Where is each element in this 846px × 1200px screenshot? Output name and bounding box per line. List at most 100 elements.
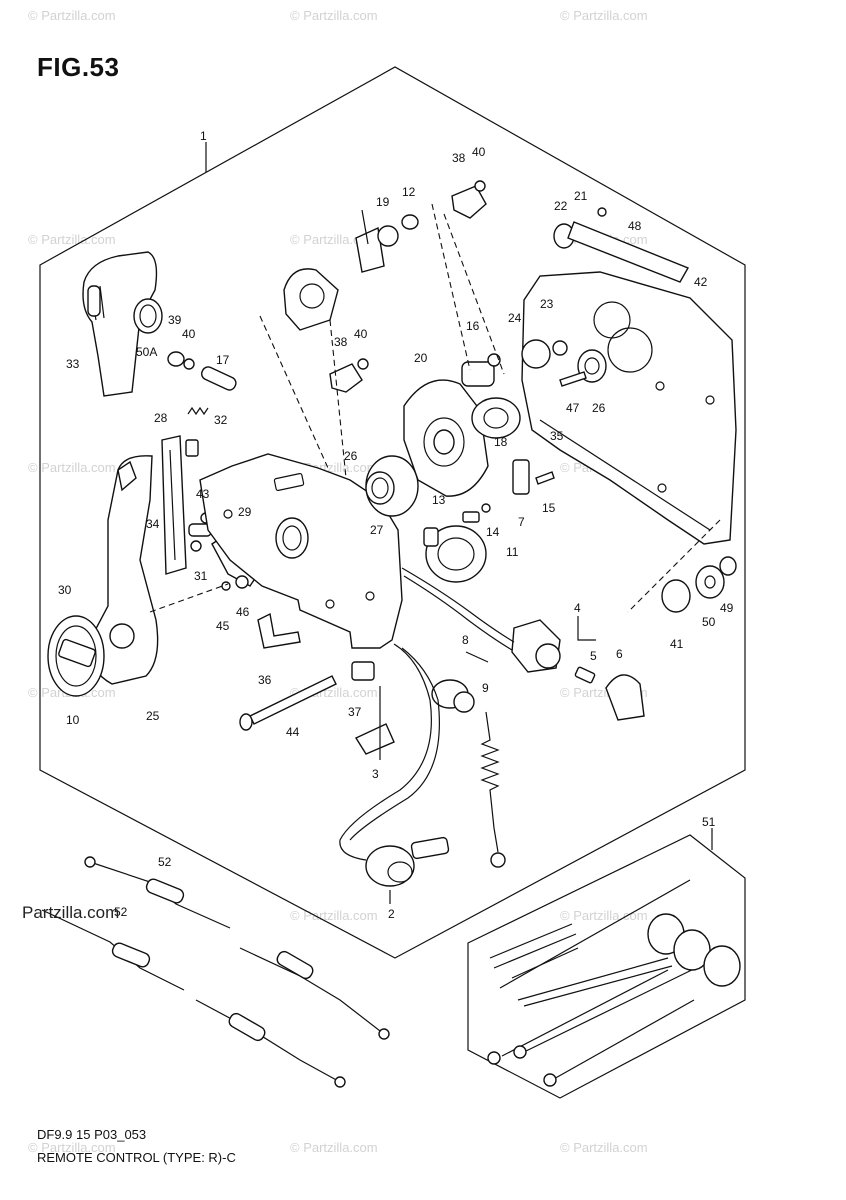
callout-52a: 52 <box>158 855 172 869</box>
part-wire-harness <box>403 575 513 651</box>
callout-38b: 38 <box>334 335 348 349</box>
watermark: © Partzilla.com <box>560 1140 648 1155</box>
part-plate-37 <box>354 723 395 755</box>
callout-50a: 50A <box>136 345 157 359</box>
part-neutral-switch <box>423 525 487 583</box>
callout-19: 19 <box>376 195 390 209</box>
part-coil-cord <box>480 711 500 853</box>
callout-34: 34 <box>146 517 160 531</box>
callout-50: 50 <box>702 615 716 629</box>
callout-14: 14 <box>486 525 500 539</box>
callout-47: 47 <box>566 401 580 415</box>
callout-44: 44 <box>286 725 300 739</box>
callout-45: 45 <box>216 619 230 633</box>
callout-9: 9 <box>482 681 489 695</box>
diagram-code: DF9.9 15 P03_053 <box>37 1127 147 1142</box>
part-grip-ring <box>133 298 163 334</box>
callout-40b: 40 <box>182 327 196 341</box>
part-gear-set <box>521 339 607 387</box>
callout-51: 51 <box>702 815 716 829</box>
watermark-logo: Partzilla.com <box>22 903 120 922</box>
assembly-line <box>431 203 471 371</box>
callout-12: 12 <box>402 185 416 199</box>
watermark: © Partzilla.com <box>290 1140 378 1155</box>
callout-10: 10 <box>66 713 80 727</box>
watermark: © Partzilla.com <box>28 460 116 475</box>
part-cable-bar <box>553 207 690 283</box>
part-control-lever <box>47 455 159 697</box>
part-side-cover <box>521 271 737 545</box>
part-kit-bolts <box>487 879 741 1087</box>
callout-48: 48 <box>628 219 642 233</box>
part-lever-bar <box>161 435 199 575</box>
assembly-line <box>149 583 229 613</box>
callout-27: 27 <box>370 523 384 537</box>
part-pin <box>201 366 237 391</box>
callout-6: 6 <box>616 647 623 661</box>
watermark: © Partzilla.com <box>290 232 378 247</box>
part-lanyard-clip <box>490 852 506 868</box>
callout-8: 8 <box>462 633 469 647</box>
callout-29: 29 <box>238 505 252 519</box>
callout-26b: 26 <box>592 401 606 415</box>
assembly-line <box>443 213 505 375</box>
figure-title: FIG.53 <box>37 52 120 82</box>
part-handle-grip <box>82 251 158 397</box>
callout-31: 31 <box>194 569 208 583</box>
part-block-37 <box>351 661 375 681</box>
assembly-line <box>259 315 329 469</box>
part-control-cable <box>84 856 390 1040</box>
callout-1: 1 <box>200 129 207 143</box>
callout-38a: 38 <box>452 151 466 165</box>
callout-46: 46 <box>236 605 250 619</box>
callout-24: 24 <box>508 311 522 325</box>
watermark: © Partzilla.com <box>560 908 648 923</box>
callout-13: 13 <box>432 493 446 507</box>
part-long-bolt <box>239 675 337 731</box>
callout-40c: 40 <box>354 327 368 341</box>
callout-17: 17 <box>216 353 230 367</box>
callout-41: 41 <box>670 637 684 651</box>
part-spring <box>187 406 209 416</box>
callout-16: 16 <box>466 319 480 333</box>
part-cable-3 <box>349 647 440 841</box>
part-bracket-7 <box>512 459 530 495</box>
watermark: © Partzilla.com <box>28 232 116 247</box>
callout-43: 43 <box>196 487 210 501</box>
callout-42: 42 <box>694 275 708 289</box>
callout-20: 20 <box>414 351 428 365</box>
callout-25: 25 <box>146 709 160 723</box>
part-lanyard-switch <box>431 679 475 713</box>
leader-line <box>577 616 596 641</box>
part-clip-38 <box>329 180 487 393</box>
assembly-line <box>329 319 347 479</box>
watermark: © Partzilla.com <box>28 8 116 23</box>
watermark: © Partzilla.com <box>290 8 378 23</box>
part-wire-harness <box>401 567 515 643</box>
callout-28: 28 <box>154 411 168 425</box>
callout-39: 39 <box>168 313 182 327</box>
callout-40a: 40 <box>472 145 486 159</box>
part-screw-14 <box>481 503 491 513</box>
kit-boundary <box>467 834 746 1099</box>
part-key-switch <box>511 619 645 721</box>
callout-21: 21 <box>574 189 588 203</box>
callout-15: 15 <box>542 501 556 515</box>
part-connector-2 <box>365 836 450 887</box>
callout-49: 49 <box>720 601 734 615</box>
callout-33: 33 <box>66 357 80 371</box>
part-washers-right <box>661 556 737 613</box>
leader-line <box>465 651 489 663</box>
part-bracket-13 <box>462 511 480 523</box>
watermark: © Partzilla.com <box>290 908 378 923</box>
callout-4: 4 <box>574 601 581 615</box>
callout-30: 30 <box>58 583 72 597</box>
watermark: © Partzilla.com <box>560 8 648 23</box>
callout-37: 37 <box>348 705 362 719</box>
callout-52b: 52 <box>114 905 128 919</box>
part-control-cable <box>41 909 346 1088</box>
part-housing <box>199 453 403 649</box>
callout-32: 32 <box>214 413 228 427</box>
part-bolt-15 <box>535 471 555 485</box>
